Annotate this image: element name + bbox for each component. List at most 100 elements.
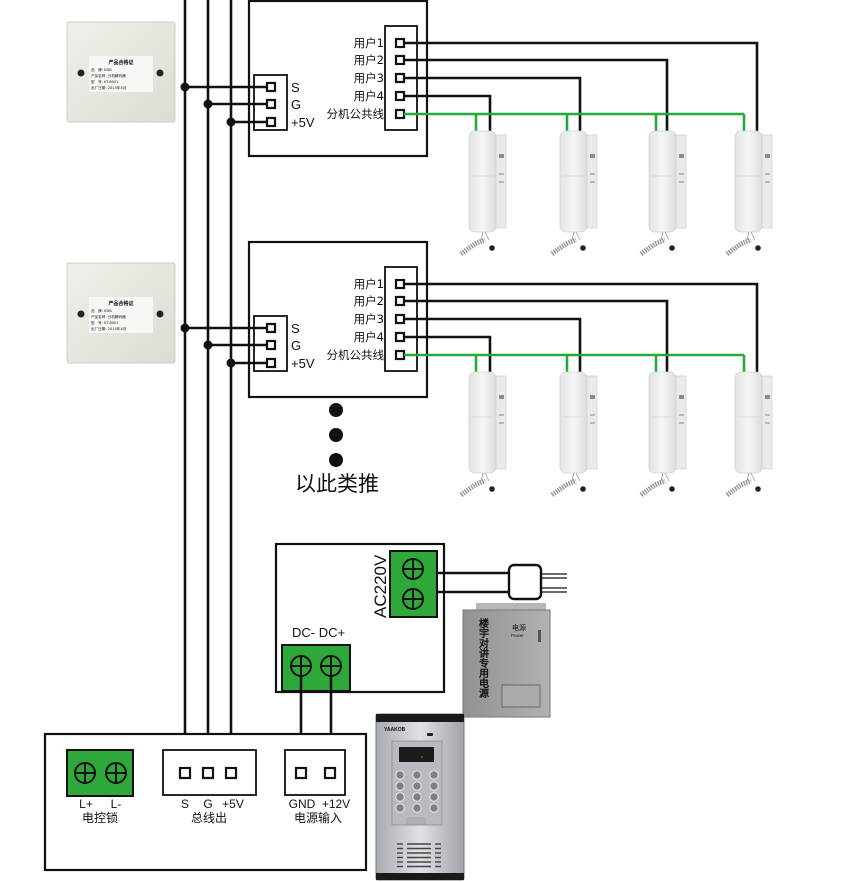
bus-input-label: S (291, 80, 300, 95)
psu-spec-plate (501, 684, 541, 708)
handset-button (499, 414, 504, 416)
screw-hole-icon (77, 310, 85, 318)
display-screen (399, 747, 434, 762)
door-station-brand: YAAKOB (384, 727, 406, 733)
cord-plug (580, 486, 586, 492)
junction-dot (203, 99, 213, 109)
indoor-handset (639, 130, 687, 257)
certificate-line: 品 牌: KDB (91, 308, 112, 313)
indoor-handset (725, 371, 773, 498)
lock-pin-label: L- (111, 797, 122, 811)
indoor-handset (639, 371, 687, 498)
keypad-key (395, 770, 405, 780)
terminal-pin (394, 37, 406, 49)
continuation-marker: 以此类推 (295, 403, 379, 496)
lock-label: 电控锁 (82, 810, 118, 825)
cord-plug (669, 486, 675, 492)
coiled-cord-icon (639, 237, 666, 257)
terminal-pin (265, 322, 277, 334)
bus-input-label: +5V (291, 115, 315, 130)
bus-out-pin-label: S (181, 797, 189, 811)
cord-strain (660, 231, 670, 241)
cord-plug (755, 486, 761, 492)
handset-speaker-icon (679, 395, 684, 399)
terminal-pin (178, 766, 192, 780)
cord-strain (571, 472, 581, 482)
terminal-pin (265, 116, 277, 128)
certificate-label (89, 297, 153, 333)
output-label: 用户4 (354, 89, 384, 103)
handset-speaker-icon (679, 154, 684, 158)
certificate-line: 产品名称: 分机解码器 (91, 314, 126, 319)
indoor-handset (550, 371, 598, 498)
terminal-pin (265, 81, 277, 93)
keypad-key (395, 803, 405, 813)
user-wire (404, 58, 669, 131)
screw-hole-icon (156, 69, 164, 77)
junction-dot (226, 117, 236, 127)
cord-strain (571, 231, 581, 241)
user-wire (404, 41, 759, 131)
user-wire (404, 94, 492, 131)
user-wire (404, 335, 492, 372)
terminal-pin (394, 90, 406, 102)
handset-speaker-icon (590, 154, 595, 158)
bus-input-label: G (291, 97, 301, 112)
handset-receiver (468, 130, 497, 233)
handset-receiver (648, 130, 677, 233)
terminal-pin (394, 295, 406, 307)
certificate-title: 产品合格证 (108, 300, 133, 307)
output-label: 用户2 (354, 53, 384, 67)
terminal-pin (265, 98, 277, 110)
door-station: YAAKOB (375, 713, 465, 881)
terminal-pin (201, 766, 215, 780)
power-in-pin-label: +12V (322, 797, 350, 811)
handset-button (765, 414, 770, 416)
handset-button (765, 181, 770, 183)
certificate-line: 型 号: KT-8001 (91, 79, 119, 84)
display-led (421, 756, 423, 758)
screw-terminal-icon (320, 655, 342, 677)
ellipsis-dot (329, 453, 343, 467)
coiled-cord-icon (459, 478, 486, 498)
ac-label: AC220V (371, 554, 390, 618)
output-label: 用户4 (354, 330, 384, 344)
handset-receiver (468, 371, 497, 474)
junction-dot (203, 340, 213, 350)
certificate-line: 产品名称: 分机解码器 (91, 73, 126, 78)
psu-title: 电源 (512, 623, 526, 632)
handset-receiver (559, 130, 588, 233)
dc-terminal-block (281, 644, 351, 692)
screw-terminal-icon (290, 655, 312, 677)
terminal-pin (394, 313, 406, 325)
psu-bracket (476, 603, 546, 611)
coiled-cord-icon (725, 478, 752, 498)
certificate-line: 型 号: KT-8001 (91, 320, 119, 325)
bus-out-pin-label: G (203, 797, 212, 811)
indoor-handset (459, 371, 507, 498)
ellipsis-dot (329, 428, 343, 442)
output-label: 用户1 (354, 36, 384, 50)
indoor-handset (459, 130, 507, 257)
handset-speaker-icon (499, 154, 504, 158)
cord-strain (746, 231, 756, 241)
cord-plug (580, 245, 586, 251)
handset-button (765, 173, 770, 175)
screw-terminal-icon (402, 588, 424, 610)
cord-strain (480, 231, 490, 241)
door-station-top-cap (376, 714, 464, 722)
handset-button (590, 414, 595, 416)
terminal-pin (265, 357, 277, 369)
coiled-cord-icon (550, 237, 577, 257)
junction-dot (226, 358, 236, 368)
keypad-key (412, 781, 422, 791)
output-label: 用户2 (354, 294, 384, 308)
handset-receiver (734, 130, 763, 233)
terminal-pin (394, 331, 406, 343)
keypad-key (429, 770, 439, 780)
